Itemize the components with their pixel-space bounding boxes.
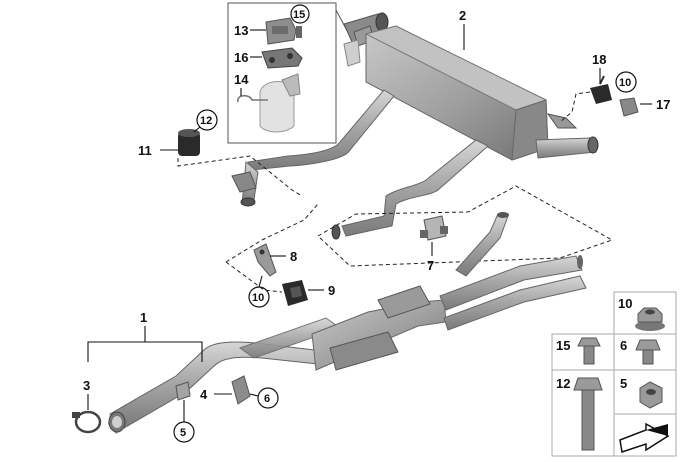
callout-12: [196, 109, 218, 131]
direction-arrow-icon: [619, 422, 670, 453]
part-11-rubber-mount: [178, 129, 200, 156]
part-4-hanger-bracket: [175, 375, 251, 405]
muffler-inlet-pipes: [231, 89, 489, 240]
callout-15: [290, 4, 310, 24]
label-4: 4: [200, 387, 208, 402]
label-12: 12: [200, 115, 212, 127]
part-14-heat-shield: [237, 73, 301, 133]
legend-label-6: 6: [620, 338, 627, 353]
label-15: 15: [293, 9, 305, 21]
fastener-legend: 10 15 6 12 5: [551, 291, 677, 457]
legend-label-5: 5: [620, 376, 627, 391]
label-17: 17: [656, 97, 670, 112]
label-8: 8: [290, 249, 297, 264]
part-13-bracket: [265, 17, 297, 45]
label-7: 7: [427, 258, 434, 273]
part-9-rubber-mount: [282, 280, 308, 306]
part-18-rubber-mount: [590, 75, 612, 104]
hex-nut-icon: [639, 381, 663, 409]
long-bolt-icon: [573, 377, 603, 451]
part-3-pipe-clamp: [72, 410, 102, 434]
legend-label-10: 10: [618, 296, 632, 311]
label-6: 6: [264, 393, 270, 405]
legend-label-12: 12: [556, 376, 570, 391]
part-17-bracket: [619, 97, 639, 117]
part-7-clamp: [420, 215, 448, 241]
legend-label-15: 15: [556, 338, 570, 353]
label-1: 1: [140, 310, 147, 325]
part-16-bracket: [261, 47, 303, 69]
label-3: 3: [83, 378, 90, 393]
label-11: 11: [138, 143, 152, 158]
label-16: 16: [234, 50, 248, 65]
part-1-front-pipe-assembly: [108, 212, 587, 434]
label-5: 5: [180, 427, 186, 439]
part-2-rear-muffler: [343, 12, 599, 161]
flange-nut-icon: [635, 307, 665, 331]
short-bolt-icon: [577, 337, 601, 365]
label-9: 9: [328, 283, 335, 298]
part-8-hanger-bracket: [253, 243, 277, 277]
label-10-mid: 10: [252, 292, 264, 304]
label-2: 2: [459, 8, 466, 23]
label-14: 14: [234, 72, 249, 87]
callout-6: [257, 387, 279, 409]
callout-10-top: [615, 71, 637, 93]
hex-bolt-icon: [635, 339, 661, 365]
label-18: 18: [592, 52, 606, 67]
label-10-top: 10: [619, 77, 631, 89]
label-13: 13: [234, 23, 248, 38]
